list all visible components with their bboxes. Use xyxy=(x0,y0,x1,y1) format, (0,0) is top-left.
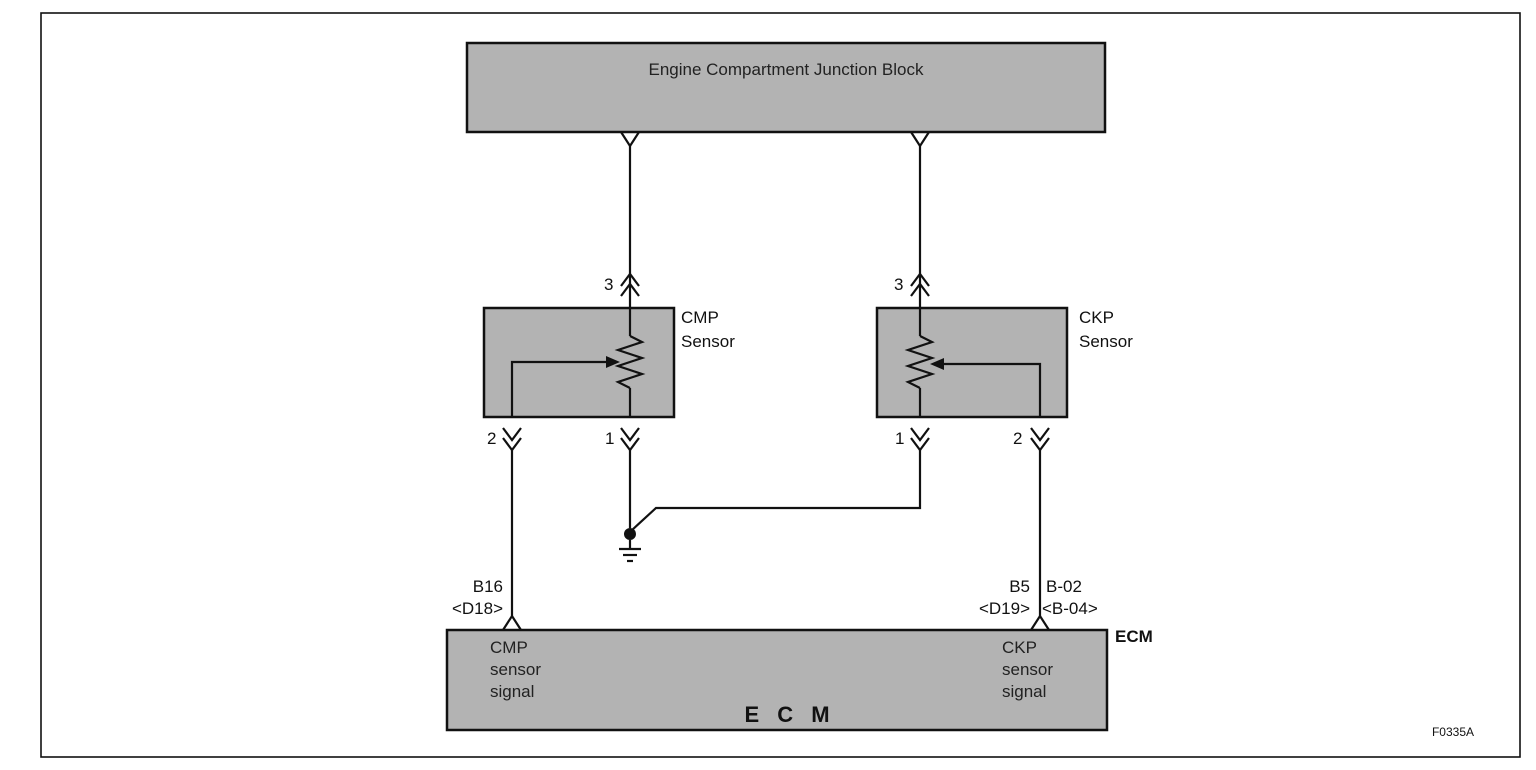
ecm-cmp-signal-line2: sensor xyxy=(490,660,541,679)
ecm-cmp-signal-line3: signal xyxy=(490,682,534,701)
ckp-pin3-connector-a xyxy=(910,272,930,287)
ecm-ckp-signal-line2: sensor xyxy=(1002,660,1053,679)
cmp-sensor: CMP Sensor 3 2 1 xyxy=(482,275,735,448)
ecm-cmp-terminal xyxy=(502,613,522,631)
ecm-module: ECM E C M CMP sensor signal CKP sensor s… xyxy=(445,627,1153,732)
signal-and-ground-wires xyxy=(502,427,1050,631)
cmp-pin3-connector-b xyxy=(620,282,640,297)
cmp-ecm-pin-label: B16 xyxy=(473,577,503,596)
ecm-ckp-terminal xyxy=(1030,613,1050,631)
diagram-frame xyxy=(40,12,1521,758)
ground-splice-icon xyxy=(624,528,636,540)
cmp-resistor-icon xyxy=(614,335,646,389)
junction-block: Engine Compartment Junction Block xyxy=(465,41,1107,134)
ckp-sensor-title: CKP xyxy=(1079,308,1114,327)
ecm-ckp-signal-line1: CKP xyxy=(1002,638,1037,657)
ecm-ckp-signal-line3: signal xyxy=(1002,682,1046,701)
ckp-wiper-arrow-icon xyxy=(930,358,944,370)
cmp-pin-3-label: 3 xyxy=(604,275,613,294)
junction-block-box xyxy=(465,41,1107,134)
ckp-pin1-connector-a xyxy=(910,427,930,442)
ecm-tag: ECM xyxy=(1115,627,1153,646)
cmp-sensor-title: CMP xyxy=(681,308,719,327)
ckp-pin-2-label: 2 xyxy=(1013,429,1022,448)
figure-code: F0335A xyxy=(1432,725,1474,739)
supply-wires xyxy=(620,131,930,308)
ecm-box xyxy=(445,628,1109,732)
cmp-pin-2-label: 2 xyxy=(487,429,496,448)
ckp-ecm-pin-b-label: B-02 xyxy=(1046,577,1082,596)
cmp-wiper-wire xyxy=(510,360,608,417)
ckp-sensor-subtitle: Sensor xyxy=(1079,332,1133,351)
ckp-ecm-pin-alt-label: <D19> xyxy=(979,599,1030,618)
ckp-ecm-pin-label: B5 xyxy=(1009,577,1030,596)
cmp-pin-1-label: 1 xyxy=(605,429,614,448)
wire-ckp-ground xyxy=(631,450,922,531)
ckp-wiper-wire xyxy=(942,362,1042,417)
cmp-ecm-pin-alt-label: <D18> xyxy=(452,599,503,618)
junction-block-label: Engine Compartment Junction Block xyxy=(649,60,924,79)
junction-terminal-right xyxy=(910,131,930,149)
cmp-wiper-arrow-icon xyxy=(606,356,620,368)
ckp-pin-3-label: 3 xyxy=(894,275,903,294)
ecm-center-label: E C M xyxy=(744,702,835,727)
cmp-pin3-connector-a xyxy=(620,272,640,287)
ckp-pin3-connector-b xyxy=(910,282,930,297)
ckp-sensor-box xyxy=(875,306,1069,419)
ckp-resistor-icon xyxy=(904,335,936,389)
ckp-sensor: CKP Sensor 3 1 2 xyxy=(875,275,1133,448)
cmp-pin2-connector-a xyxy=(502,427,522,442)
ecm-pin-labels: B16 <D18> B5 <D19> B-02 <B-04> xyxy=(452,577,1098,618)
ecm-cmp-signal-line1: CMP xyxy=(490,638,528,657)
junction-terminal-left xyxy=(620,131,640,149)
cmp-sensor-subtitle: Sensor xyxy=(681,332,735,351)
ckp-pin2-connector-a xyxy=(1030,427,1050,442)
cmp-pin1-connector-a xyxy=(620,427,640,442)
ckp-pin-1-label: 1 xyxy=(895,429,904,448)
ckp-ecm-pin-b-alt-label: <B-04> xyxy=(1042,599,1098,618)
